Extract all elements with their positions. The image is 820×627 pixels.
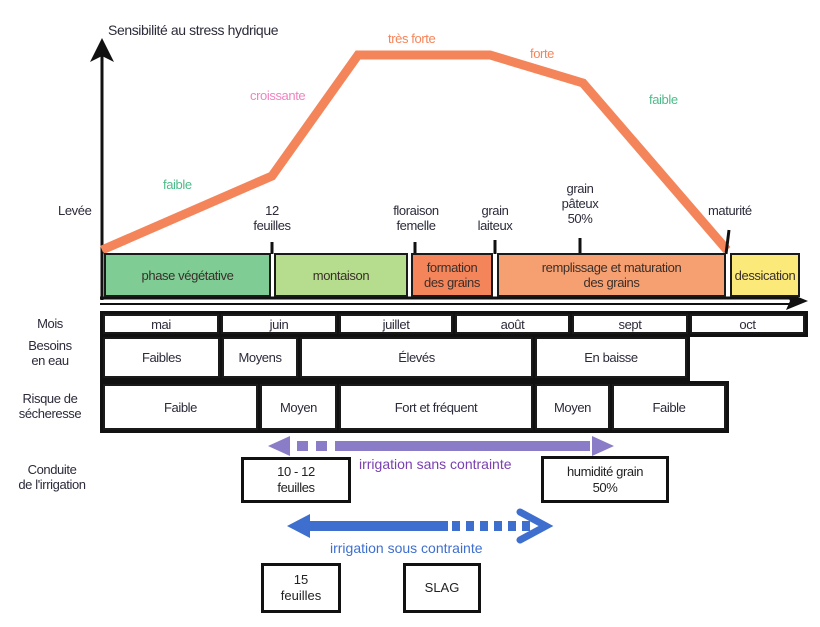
stage-grain-laiteux: grain laiteux [477, 203, 513, 233]
month-mai: mai [103, 314, 219, 334]
row-label-besoins: Besoins en eau [28, 338, 72, 368]
arrow-bar-sans-contrainte [335, 441, 590, 451]
sensitivity-croissante: croissante [250, 88, 306, 103]
row-label-conduite: Conduite de l'irrigation [18, 462, 86, 492]
besoins-faibles: Faibles [103, 337, 220, 378]
phase-formation-grains: formation des grains [411, 253, 493, 297]
row-label-mois: Mois [37, 316, 63, 331]
arrow-right-sans-contrainte-icon [592, 436, 614, 456]
month-oct: oct [690, 314, 805, 334]
month-sept: sept [572, 314, 688, 334]
arrow-left-sans-contrainte-icon [268, 436, 290, 456]
phase-vegetative: phase végétative [104, 253, 271, 297]
arrow-left-sous-contrainte-icon [287, 514, 310, 538]
arrow-right-sous-contrainte-icon [516, 508, 554, 544]
label-irrigation-sous-contrainte: irrigation sous contrainte [330, 540, 483, 556]
besoins-en-baisse: En baisse [535, 337, 687, 378]
stage-floraison-femelle: floraison femelle [393, 203, 439, 233]
y-axis-arrow-icon [90, 38, 114, 62]
sensitivity-faible-2: faible [649, 92, 678, 107]
besoins-eleves: Élevés [300, 337, 533, 378]
stage-12-feuilles: 12 feuilles [253, 203, 291, 233]
risque-fort-frequent: Fort et fréquent [339, 384, 533, 430]
besoins-moyens: Moyens [222, 337, 298, 378]
stage-maturite: maturité [708, 203, 752, 218]
sensitivity-curve [100, 50, 731, 255]
risque-moyen-2: Moyen [535, 384, 610, 430]
phase-remplissage-maturation: remplissage et maturation des grains [497, 253, 726, 297]
risque-moyen-1: Moyen [260, 384, 337, 430]
stage-levee: Levée [58, 203, 92, 218]
sensitivity-tres-forte: très forte [388, 31, 436, 46]
month-aout: août [455, 314, 570, 334]
arrow-bar-sous-contrainte [308, 521, 448, 531]
risque-faible-1: Faible [103, 384, 258, 430]
month-juillet: juillet [339, 314, 453, 334]
phase-dessication: dessication [730, 253, 800, 297]
stage-grain-pateux: grain pâteux 50% [561, 181, 599, 226]
box-slag: SLAG [403, 563, 481, 613]
y-axis-title: Sensibilité au stress hydrique [108, 22, 279, 38]
tick-maturite [724, 229, 731, 255]
sensitivity-forte: forte [530, 46, 555, 61]
sensitivity-faible-1: faible [163, 177, 192, 192]
phase-montaison: montaison [274, 253, 408, 297]
risque-faible-2: Faible [612, 384, 726, 430]
row-label-risque: Risque de sécheresse [18, 391, 82, 421]
month-juin: juin [221, 314, 337, 334]
label-irrigation-sans-contrainte: irrigation sans contrainte [359, 456, 512, 472]
